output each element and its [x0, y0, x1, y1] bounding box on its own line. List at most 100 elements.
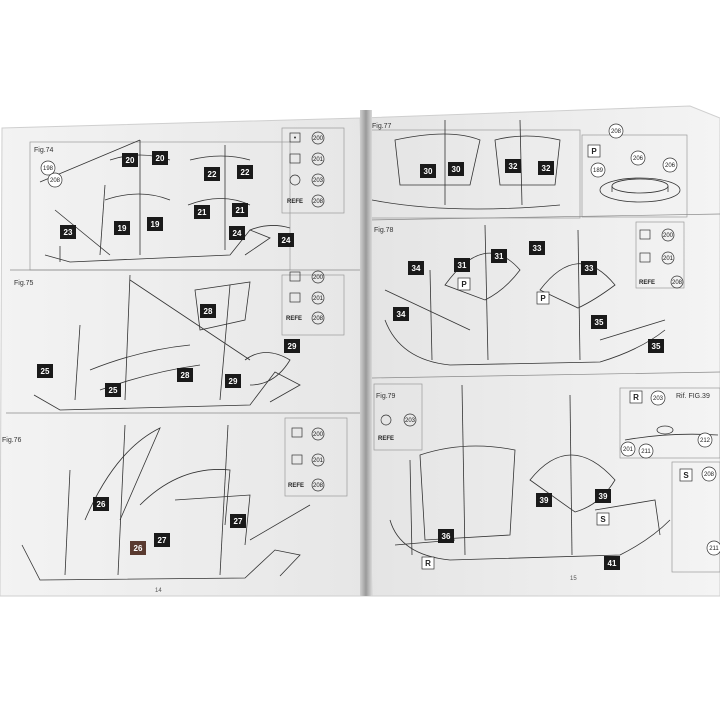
- refe-label: REFE: [287, 199, 303, 205]
- part-tag-number: 31: [458, 261, 467, 270]
- part-circle: 189: [590, 162, 606, 178]
- part-tag-number: 19: [151, 220, 160, 229]
- part-tag-number: 26: [134, 544, 143, 553]
- detail-box-79a: [619, 387, 720, 459]
- ship-drawing-76: [21, 424, 311, 581]
- part-tag-number: 25: [41, 367, 50, 376]
- legend-box-78: [635, 221, 685, 289]
- part-tag-box: [604, 556, 620, 570]
- part-tag-number: 32: [542, 164, 551, 173]
- part-tag-number: 29: [288, 342, 297, 351]
- part-circle-number: 208: [704, 472, 715, 478]
- legend-79: 203 REFE: [378, 413, 417, 442]
- part-tag-box: [152, 151, 168, 165]
- part-tag-number: 24: [282, 236, 291, 245]
- part-circle-number: 198: [43, 166, 54, 172]
- letter-box-frame: [457, 277, 471, 291]
- part-tag-number: 27: [234, 517, 243, 526]
- part-circle-ring: [608, 123, 624, 139]
- legend-code: 208: [313, 316, 324, 322]
- part-circle: 208: [701, 466, 717, 482]
- part-tag-box: [595, 489, 611, 503]
- part-circle-ring: [590, 162, 606, 178]
- legend-code: 208: [672, 280, 683, 286]
- part-tag-box: [37, 364, 53, 378]
- part-tag-box: [529, 241, 545, 255]
- letter-box: S: [596, 512, 610, 526]
- letter-box-frame: [536, 291, 550, 305]
- part-circle-number: 203: [653, 396, 664, 402]
- part-tag-number: 28: [181, 371, 190, 380]
- book-gutter: [360, 110, 372, 596]
- part-tag-box: [194, 205, 210, 219]
- part-tag-box: [225, 374, 241, 388]
- legend-code: 200: [663, 233, 674, 239]
- part-tag-box: [60, 225, 76, 239]
- part-tag-box: [536, 493, 552, 507]
- part-circle-ring: [47, 172, 63, 188]
- part-circle-ring: [620, 441, 636, 457]
- legend-75: 200 201 REFE 208: [286, 270, 325, 325]
- part-tag-box: [538, 161, 554, 175]
- legend-74: 200 201 203 REFE 208: [287, 131, 325, 208]
- part-circle-number: 212: [700, 438, 711, 444]
- detail-box-79b: [671, 461, 720, 573]
- letter-box: P: [457, 277, 471, 291]
- part-tag-number: 21: [236, 206, 245, 215]
- part-tag: 27: [154, 533, 170, 547]
- part-tag: 32: [505, 159, 521, 173]
- part-tag-number: 27: [158, 536, 167, 545]
- refe-label: REFE: [288, 483, 304, 489]
- part-tag-number: 36: [442, 532, 451, 541]
- part-tag-number: 35: [595, 318, 604, 327]
- legend-box-75: [281, 274, 345, 336]
- legend-code: 208: [313, 483, 324, 489]
- part-circle-ring: [662, 157, 678, 173]
- part-tag: 30: [448, 162, 464, 176]
- letter-box: P: [587, 144, 601, 158]
- part-circle-number: 208: [50, 178, 61, 184]
- part-tag: 29: [225, 374, 241, 388]
- part-tag-number: 22: [208, 170, 217, 179]
- part-tag: 35: [648, 339, 664, 353]
- part-circle: 206: [630, 150, 646, 166]
- part-circle-number: 189: [593, 168, 604, 174]
- part-tag-number: 20: [156, 154, 165, 163]
- letter-box-label: P: [540, 294, 546, 303]
- part-tag-box: [93, 497, 109, 511]
- part-tag: 26: [93, 497, 109, 511]
- right-page: [361, 105, 720, 597]
- part-tag-box: [105, 383, 121, 397]
- part-tag-number: 20: [126, 156, 135, 165]
- letter-box: R: [421, 556, 435, 570]
- part-tag-box: [114, 221, 130, 235]
- part-tag-box: [454, 258, 470, 272]
- part-tag-box: [505, 159, 521, 173]
- part-tag: 24: [278, 233, 294, 247]
- part-tag-box: [648, 339, 664, 353]
- fig-label-79: Fig.79: [376, 393, 396, 400]
- part-circle: 212: [697, 432, 713, 448]
- part-tag: 19: [147, 217, 163, 231]
- letter-box-frame: [679, 468, 693, 482]
- legend-78: 200 201 REFE 208: [639, 228, 684, 289]
- page-number-left: 14: [155, 588, 162, 594]
- legend-76: 200 201 REFE 208: [288, 427, 325, 492]
- part-circle-ring: [630, 150, 646, 166]
- part-tag: 27: [230, 514, 246, 528]
- fig-label-76: Fig.76: [2, 437, 22, 444]
- part-circle-number: 208: [611, 129, 622, 135]
- part-circle: 211: [638, 443, 654, 459]
- part-circle-number: 201: [623, 447, 634, 453]
- legend-code: 200: [313, 136, 324, 142]
- part-circle-number: 206: [665, 163, 676, 169]
- part-circle: 211: [706, 540, 720, 556]
- part-tag-box: [408, 261, 424, 275]
- part-tag-box: [581, 261, 597, 275]
- part-tag-number: 25: [109, 386, 118, 395]
- part-tag-number: 41: [608, 559, 617, 568]
- part-tag-number: 30: [452, 165, 461, 174]
- letter-box-label: R: [633, 393, 639, 402]
